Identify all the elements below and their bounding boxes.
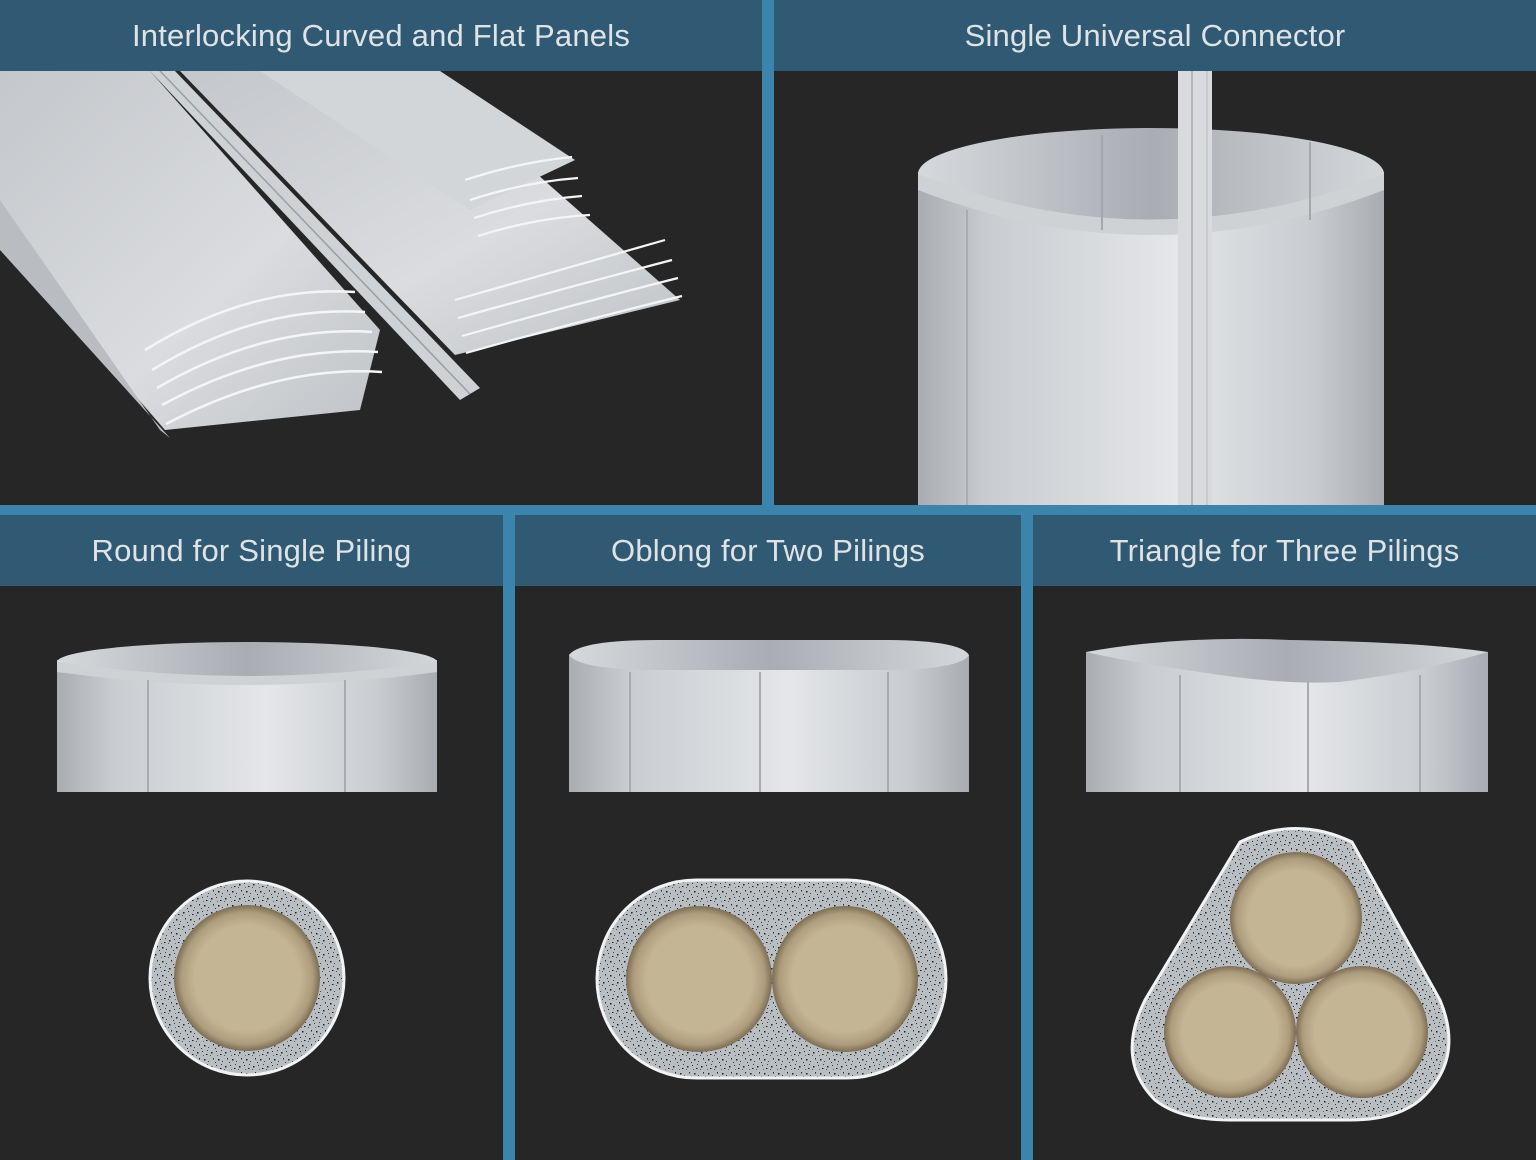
curved-panels-stack (0, 71, 383, 438)
panel-title: Round for Single Piling (0, 515, 503, 586)
panel-interlocking-panels: Interlocking Curved and Flat Panels (0, 0, 762, 505)
triangular-cross-section-diagram (1130, 827, 1451, 1122)
round-sleeve-image (57, 642, 437, 792)
panel-title: Oblong for Two Pilings (515, 515, 1021, 586)
piling (626, 906, 772, 1052)
piling (174, 905, 320, 1051)
panel-oblong-two-pilings: Oblong for Two Pilings (515, 515, 1021, 1160)
universal-connector (1178, 71, 1212, 505)
triangular-sleeve-image (1086, 638, 1488, 792)
panel-universal-connector: Single Universal Connector (774, 0, 1536, 505)
piling (1296, 966, 1428, 1098)
oblong-sleeve-image (569, 640, 969, 792)
cylindrical-sleeve-image (774, 71, 1536, 505)
piling (1230, 852, 1362, 984)
stacked-aluminum-panels-image (0, 71, 762, 505)
oblong-cross-section-diagram (595, 878, 948, 1080)
panel-round-single-piling: Round for Single Piling (0, 515, 503, 1160)
round-cross-section-diagram (148, 879, 346, 1077)
panel-title: Interlocking Curved and Flat Panels (0, 0, 762, 71)
panel-title: Single Universal Connector (774, 0, 1536, 71)
panel-triangle-three-pilings: Triangle for Three Pilings (1033, 515, 1536, 1160)
piling (772, 906, 918, 1052)
panel-title: Triangle for Three Pilings (1033, 515, 1536, 586)
flat-panels-stack (180, 71, 683, 355)
piling (1164, 966, 1296, 1098)
